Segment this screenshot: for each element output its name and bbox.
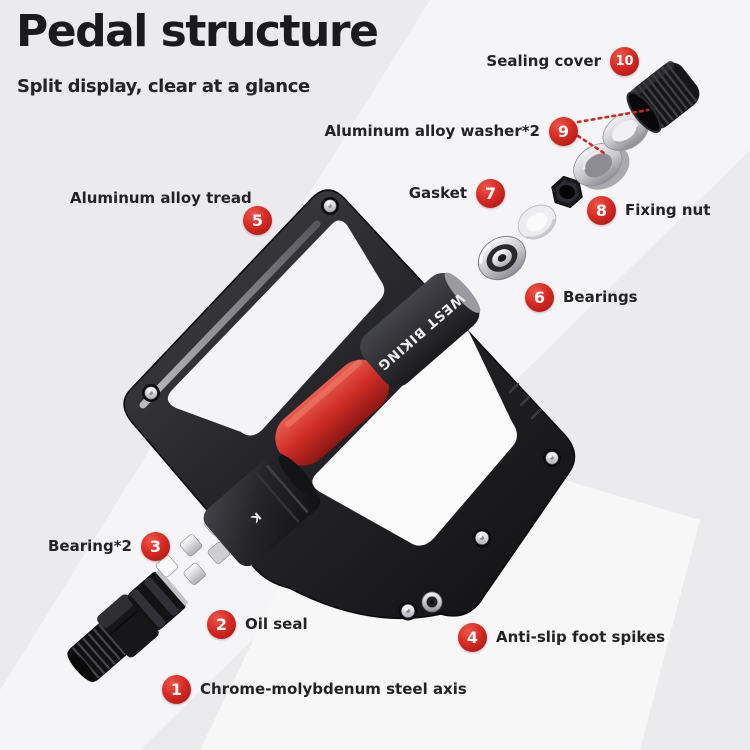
part-label-1: 1 Chrome-molybdenum steel axis bbox=[162, 674, 467, 704]
axle-tube-red bbox=[275, 359, 389, 466]
oil-seal-rings bbox=[127, 569, 189, 631]
part-number-badge: 8 bbox=[587, 195, 616, 225]
part-label-7: Gasket 7 bbox=[409, 178, 505, 208]
part-number-badge: 7 bbox=[476, 178, 505, 208]
part-label-3: Bearing*2 3 bbox=[48, 531, 170, 561]
pedal-window-lower bbox=[312, 328, 517, 546]
axle-tube-highlight bbox=[285, 359, 363, 428]
fixing-nut bbox=[551, 175, 583, 209]
ball-bearing bbox=[477, 235, 527, 281]
stud bbox=[142, 384, 160, 402]
part-label-text: Sealing cover bbox=[486, 52, 601, 70]
sealing-cover-cap bbox=[626, 60, 700, 133]
part-number-badge: 10 bbox=[610, 46, 639, 76]
corner-hole bbox=[421, 591, 443, 613]
page-title: Pedal structure bbox=[16, 6, 379, 57]
axis-hex-collar bbox=[97, 594, 159, 658]
alloy-washer-upper bbox=[602, 111, 649, 152]
part-label-10: Sealing cover 10 bbox=[486, 46, 639, 76]
part-label-6: 6 Bearings bbox=[525, 282, 638, 312]
part-number-badge: 9 bbox=[549, 116, 578, 146]
part-label-text: Gasket bbox=[408, 184, 467, 202]
stud bbox=[321, 197, 339, 215]
part-label-8: 8 Fixing nut bbox=[587, 195, 710, 225]
part-number-badge: 2 bbox=[207, 609, 236, 639]
part-number-badge: 6 bbox=[525, 282, 554, 312]
tube-collar bbox=[278, 455, 316, 498]
part-number-badge: 1 bbox=[162, 674, 191, 704]
part-label-text: Oil seal bbox=[245, 615, 308, 633]
part-number-badge: 4 bbox=[458, 622, 487, 652]
stud bbox=[398, 601, 418, 621]
anti-slip-studs bbox=[142, 197, 561, 621]
edge-highlight bbox=[139, 220, 321, 409]
part-label-text: Bearing*2 bbox=[48, 537, 132, 555]
part-label-5: Aluminum alloy tread bbox=[70, 183, 252, 213]
gasket-ring bbox=[517, 204, 557, 240]
stud bbox=[472, 528, 492, 548]
bearing-seat-cap bbox=[444, 272, 481, 313]
part-label-text: Aluminum alloy tread bbox=[70, 189, 252, 207]
part-number-badge: 5 bbox=[243, 206, 272, 235]
part-label-text: Chrome-molybdenum steel axis bbox=[200, 680, 467, 698]
part-label-9: Aluminum alloy washer*2 9 bbox=[324, 116, 578, 146]
part-label-2: 2 Oil seal bbox=[207, 609, 308, 639]
alloy-washer-lower bbox=[573, 142, 630, 190]
part-label-4: 4 Anti-slip foot spikes bbox=[458, 622, 665, 652]
stud bbox=[543, 449, 561, 467]
page-subtitle: Split display, clear at a glance bbox=[17, 76, 310, 97]
part-label-text: Fixing nut bbox=[625, 201, 711, 219]
part-label-text: Anti-slip foot spikes bbox=[496, 628, 666, 646]
frame-grooves bbox=[508, 382, 542, 420]
pedal-window-upper bbox=[167, 220, 385, 436]
part-label-text: Bearings bbox=[563, 288, 638, 306]
part-label-text: Aluminum alloy washer*2 bbox=[324, 122, 540, 140]
brand-block bbox=[360, 272, 480, 387]
washer-pointer-lines bbox=[576, 108, 650, 155]
part-number-badge: 3 bbox=[140, 531, 170, 561]
